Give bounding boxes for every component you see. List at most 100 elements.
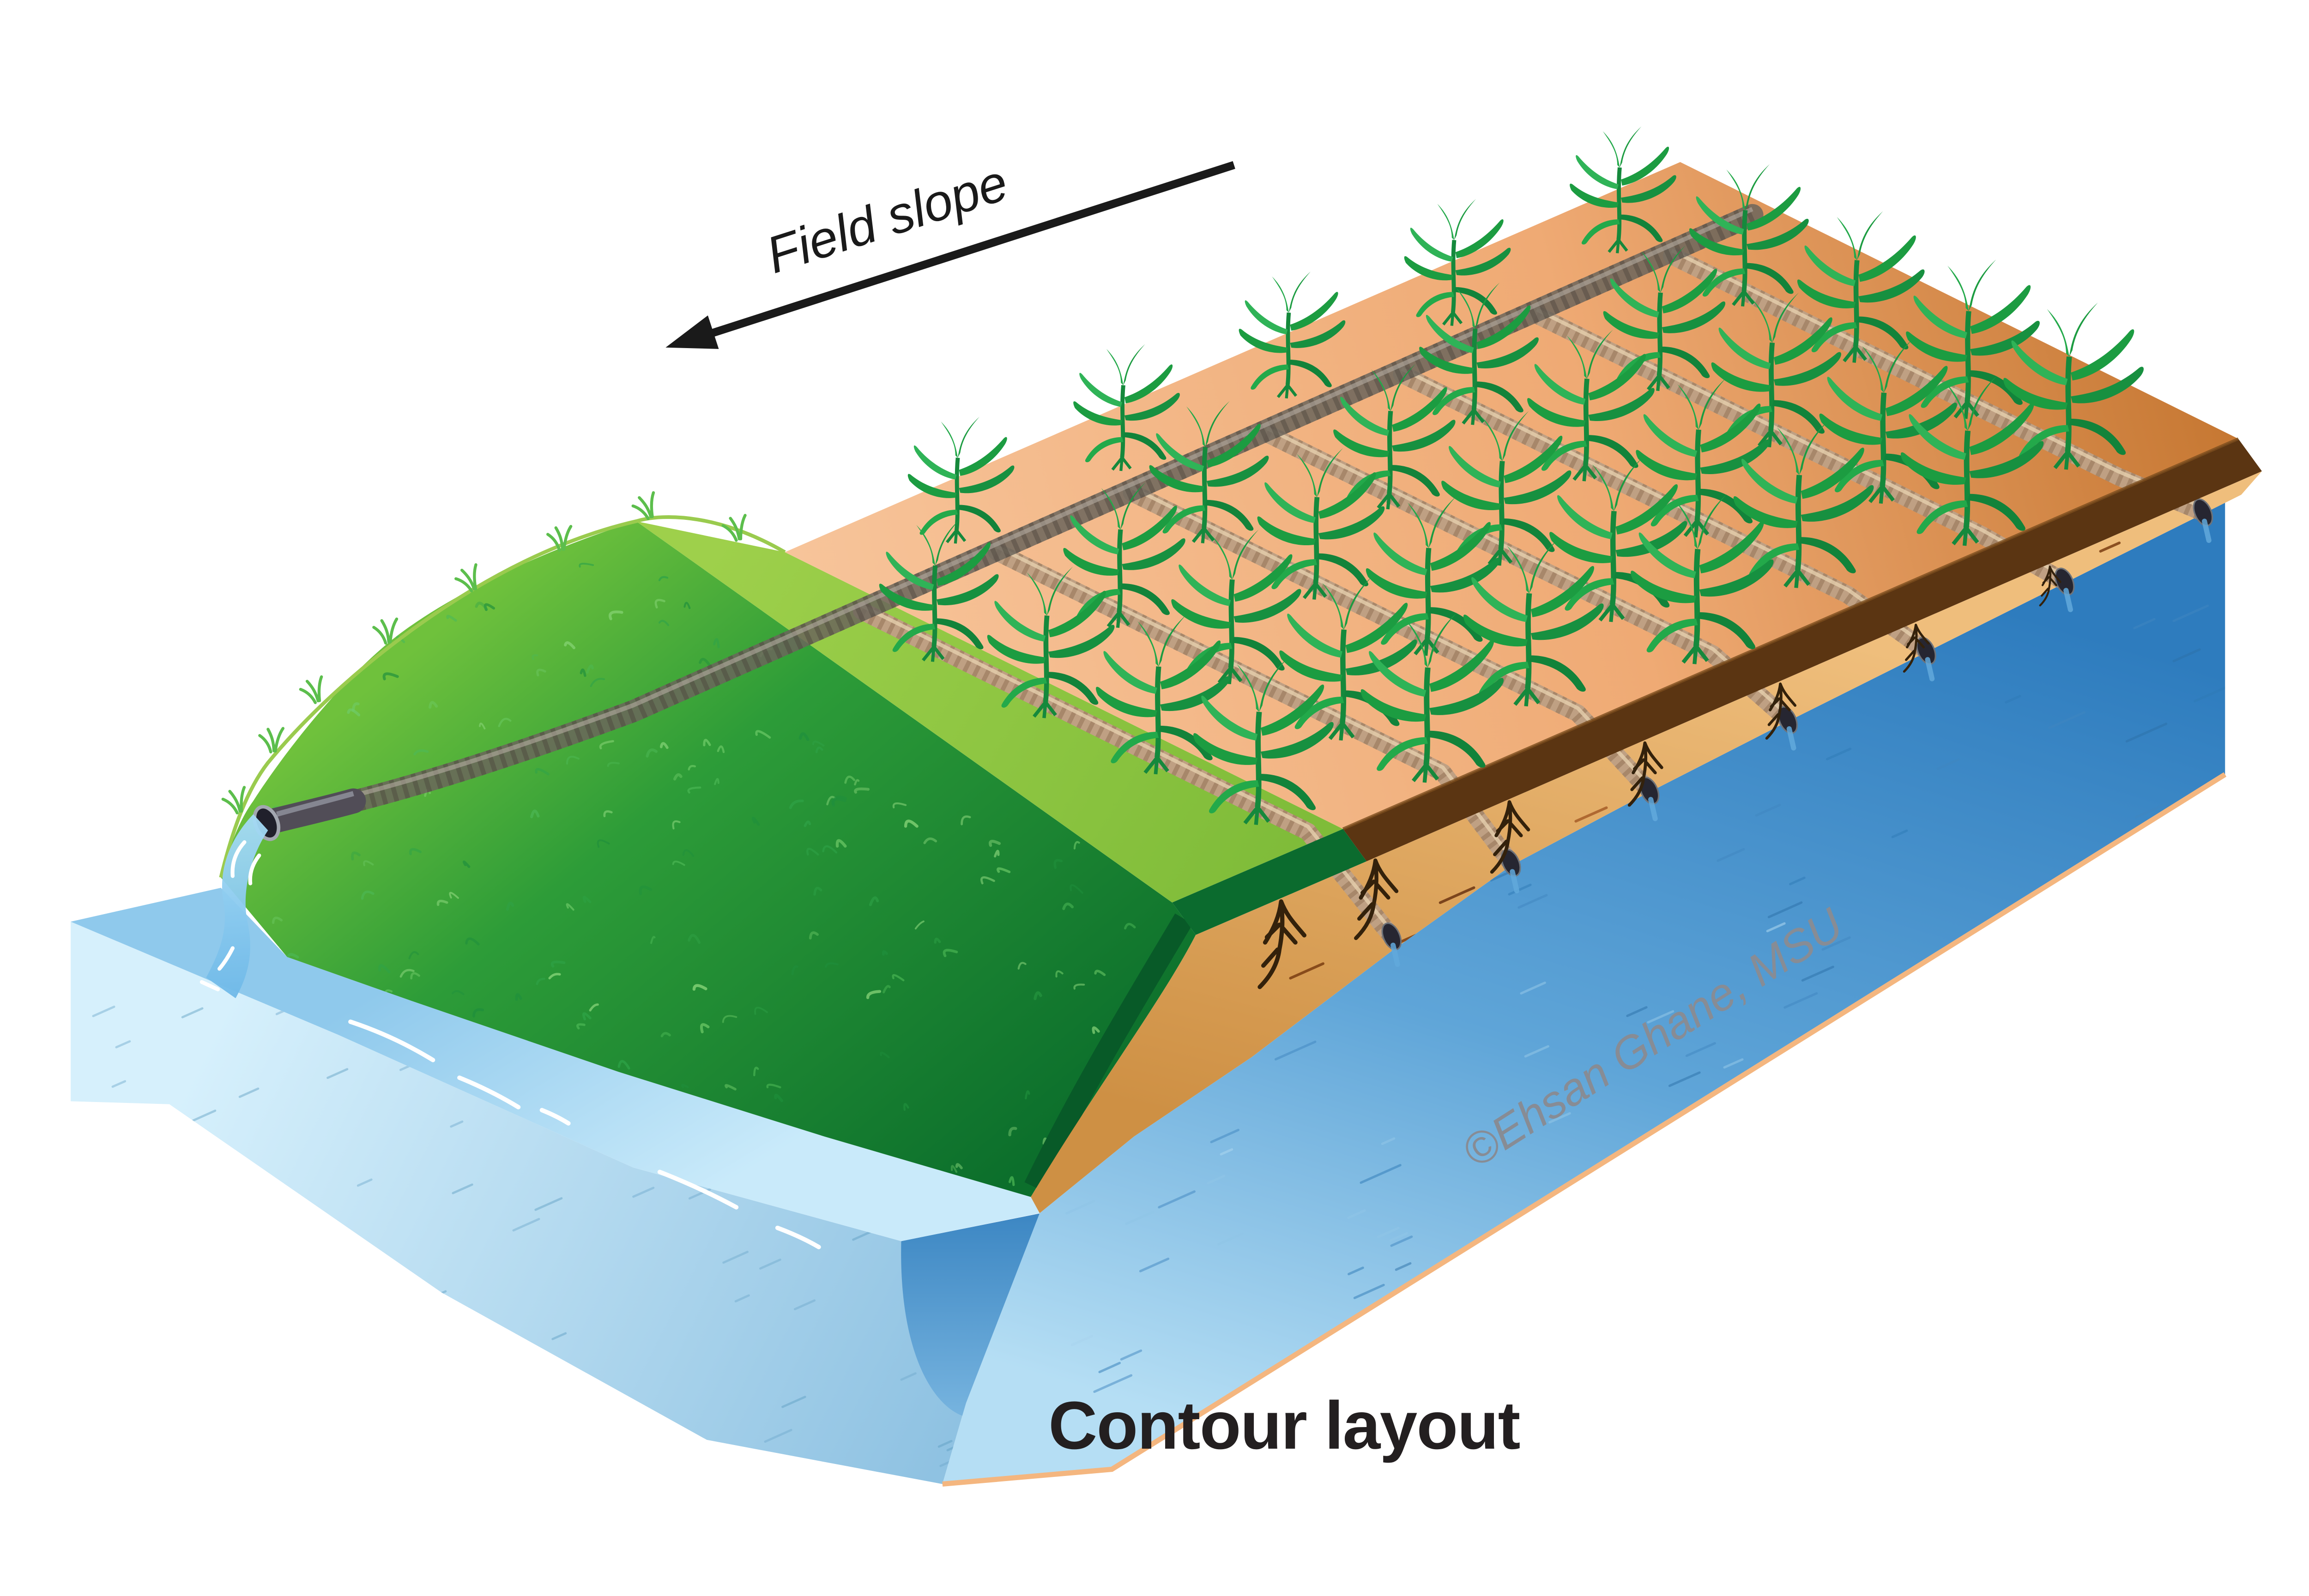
outlet-pipe-sleeve-highlight bbox=[276, 791, 354, 817]
water-face-dash bbox=[900, 1372, 917, 1381]
grass-blade-stroke bbox=[955, 1163, 963, 1169]
bank-soil-dash bbox=[1289, 962, 1324, 980]
grass-blade-stroke bbox=[564, 641, 576, 650]
water-ripple-dash bbox=[1728, 1174, 1755, 1187]
bank-soil-dash bbox=[1948, 1097, 1983, 1115]
lateral-pipe-highlight bbox=[996, 545, 1512, 859]
grass-blade-stroke bbox=[713, 638, 720, 649]
grass-blade-stroke bbox=[373, 542, 380, 552]
water-ripple-dash bbox=[1936, 758, 1960, 770]
grass-blade-stroke bbox=[603, 810, 613, 818]
lateral-outlet-drip bbox=[1510, 869, 1520, 893]
grass-blade-stroke bbox=[914, 920, 925, 930]
grass-blade-stroke bbox=[266, 591, 278, 599]
grass-blade-stroke bbox=[387, 538, 395, 548]
lateral-pipe bbox=[988, 542, 1521, 893]
bank-soil-dash bbox=[1778, 1099, 1797, 1109]
water-face-dash bbox=[346, 1392, 369, 1404]
water-ripple-dash bbox=[2135, 803, 2167, 819]
grass-blade-stroke bbox=[765, 523, 772, 532]
grass-blade-stroke bbox=[1092, 1026, 1100, 1034]
grass-blade-stroke bbox=[484, 603, 496, 611]
grass-blade-stroke bbox=[566, 903, 574, 911]
grass-blade-stroke bbox=[241, 732, 248, 740]
grass-blade-stroke bbox=[399, 969, 415, 978]
grass-blade-stroke bbox=[465, 937, 480, 946]
water-ripple-dash bbox=[2172, 648, 2201, 662]
light-grass-strip bbox=[636, 521, 1343, 903]
grass-blade-stroke bbox=[826, 796, 836, 806]
lateral-outlet-drip bbox=[2202, 518, 2212, 543]
lateral-outlet-drip bbox=[1648, 797, 1658, 821]
grass-blade-stroke bbox=[382, 672, 399, 681]
water-ripple-dash bbox=[1685, 1042, 1716, 1057]
water-ripple-dash bbox=[1647, 1010, 1674, 1024]
grass-blade-stroke bbox=[238, 593, 244, 601]
grass-blade-stroke bbox=[530, 544, 543, 554]
water-ripple-dash bbox=[2010, 1063, 2038, 1078]
water-ripple-dash bbox=[2230, 1173, 2244, 1180]
grass-blade-stroke bbox=[854, 787, 870, 794]
grass-blade-stroke bbox=[506, 902, 514, 911]
lateral-pipe-ribs bbox=[858, 603, 1399, 942]
lateral-outlet-drip bbox=[2063, 588, 2073, 612]
water-ripple-dash bbox=[1347, 1209, 1366, 1219]
grass-blade-stroke bbox=[530, 809, 540, 819]
grass-blade-stroke bbox=[515, 993, 522, 1001]
water-ripple-dash bbox=[2006, 1425, 2027, 1436]
grass-blade-stroke bbox=[451, 990, 465, 995]
grass-blade-stroke bbox=[449, 891, 459, 899]
grass-blade-stroke bbox=[548, 973, 561, 980]
water-face-dash bbox=[115, 1040, 131, 1048]
grass-blade-stroke bbox=[755, 730, 771, 739]
grass-blade-stroke bbox=[351, 702, 360, 712]
grass-blade-stroke bbox=[472, 1008, 484, 1018]
grass-blade-stroke bbox=[815, 747, 823, 753]
water-ripple-dash bbox=[1508, 884, 1532, 896]
water-ripple-dash bbox=[1120, 1349, 1142, 1361]
water-ripple-dash bbox=[1717, 848, 1745, 862]
water-ripple-dash bbox=[1942, 1247, 1959, 1256]
grass-blade-stroke bbox=[725, 1084, 737, 1090]
bank-face bbox=[1031, 471, 2262, 1213]
grass-blade-stroke bbox=[688, 934, 701, 944]
grass-blade-stroke bbox=[980, 876, 995, 885]
grass-blade-stroke bbox=[576, 1023, 586, 1030]
lateral-pipe-ribs bbox=[992, 543, 1518, 868]
outlet-water-stream bbox=[199, 814, 268, 999]
grass-blade-stroke bbox=[825, 962, 839, 968]
water-ripple-dash bbox=[1874, 1230, 1898, 1242]
grass-blade-stroke bbox=[654, 599, 665, 608]
grass-blade-stroke bbox=[609, 610, 623, 620]
grass-blade-stroke bbox=[532, 654, 538, 660]
water-face-dash bbox=[450, 1120, 464, 1128]
grass-blade-stroke bbox=[766, 1084, 781, 1089]
grass-blade-stroke bbox=[597, 839, 610, 848]
lateral-pipe-ribs bbox=[1397, 366, 1932, 658]
water-ripple-dash bbox=[1821, 936, 1851, 951]
lateral-pipe-opening bbox=[1777, 706, 1798, 734]
grass-blade-stroke bbox=[607, 762, 620, 767]
grass-blade-stroke bbox=[722, 1015, 737, 1023]
water-ripple-dash bbox=[2125, 723, 2168, 743]
grass-blade-stroke bbox=[550, 960, 566, 968]
bank-soil-dash bbox=[1772, 1206, 1795, 1213]
bank-soil-dash bbox=[1984, 1200, 2000, 1210]
grass-blade-stroke bbox=[844, 776, 856, 784]
water-face-dash bbox=[554, 1406, 578, 1418]
water-ripple-dash bbox=[1377, 1227, 1400, 1238]
grass-blade-stroke bbox=[478, 723, 486, 729]
water-ripple-dash bbox=[1801, 965, 1834, 982]
grass-blade-stroke bbox=[717, 745, 725, 753]
grass-blade-stroke bbox=[446, 614, 457, 622]
water-ripple-dash bbox=[1548, 1112, 1571, 1124]
grass-blade-stroke bbox=[589, 1003, 599, 1012]
grass-blade-stroke bbox=[353, 564, 369, 572]
water-ripple-dash bbox=[1557, 1259, 1587, 1274]
grass-blade-stroke bbox=[804, 820, 811, 827]
grass-blade-stroke bbox=[582, 1012, 592, 1021]
grass-blade-stroke bbox=[646, 748, 658, 758]
grass-blade-stroke bbox=[798, 732, 810, 741]
water-ripple-dash bbox=[2041, 896, 2069, 910]
water-front-cut-face bbox=[71, 921, 966, 1484]
